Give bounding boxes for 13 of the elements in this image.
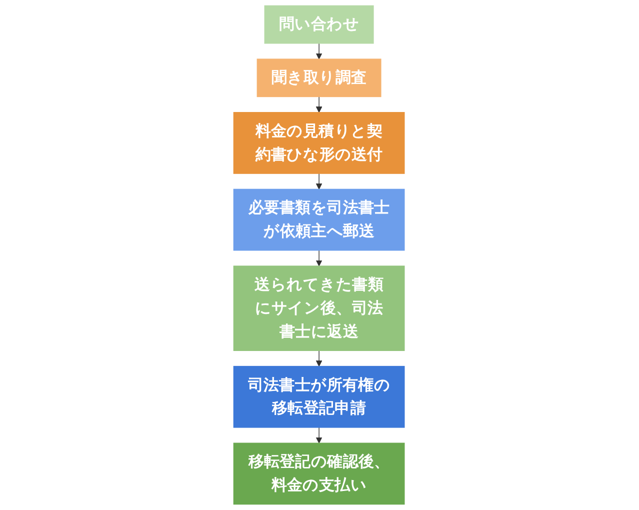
arrow: [316, 96, 323, 113]
arrow: [316, 250, 323, 266]
node-box: 問い合わせ: [264, 5, 374, 44]
node-box: 料金の見積りと契約書ひな形の送付: [234, 112, 406, 174]
arrow: [316, 350, 323, 367]
arrow: [316, 43, 323, 60]
arrow: [316, 427, 323, 444]
node-box: 聞き取り調査: [257, 58, 382, 98]
arrow: [316, 173, 323, 190]
node-box: 必要書類を司法書士が依頼主へ郵送: [234, 188, 406, 251]
node-box: 司法書士が所有権の移転登記申請: [234, 366, 406, 428]
node-box: 移転登記の確認後、料金の支払い: [234, 442, 406, 505]
node-box: 送られてきた書類にサイン後、司法書士に返送: [234, 266, 406, 351]
